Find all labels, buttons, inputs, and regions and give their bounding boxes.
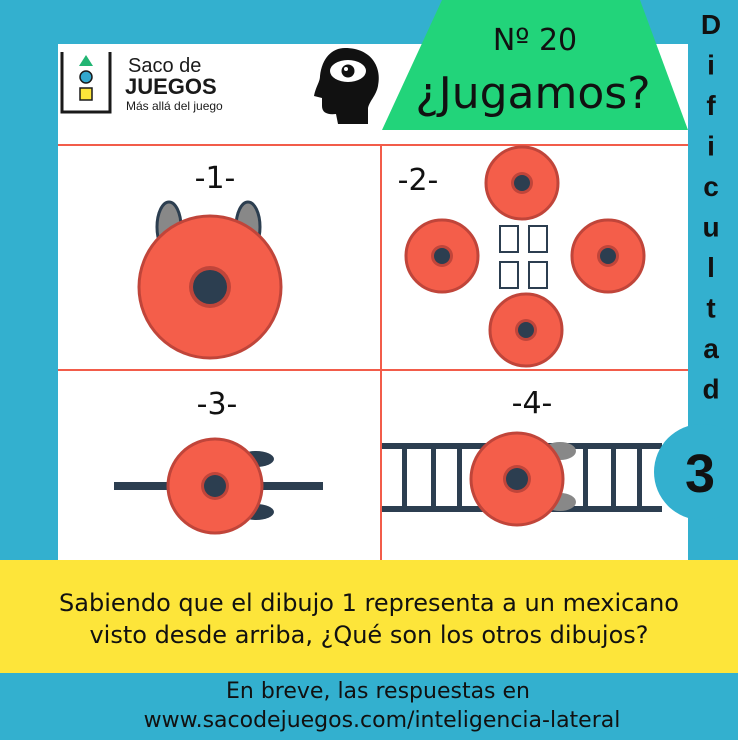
difficulty-letter: i [707, 131, 715, 162]
footer-line1: En breve, las respuestas en [226, 679, 530, 704]
panel-label-1: -1- [195, 161, 236, 196]
difficulty-letter: f [706, 90, 716, 121]
title-badge [382, 0, 688, 130]
panel-label-3: -3- [197, 387, 238, 422]
question-band [0, 560, 738, 673]
drawing-4 [382, 431, 662, 527]
drawing-3 [114, 437, 323, 535]
difficulty-letter: d [702, 374, 719, 405]
difficulty-letter: t [706, 293, 715, 324]
panel-label-4: -4- [512, 386, 553, 421]
difficulty-letter: a [703, 333, 719, 364]
drawing-1-mexican-top-view [137, 200, 283, 360]
logo-line1: Saco de [128, 55, 201, 77]
footer-url[interactable]: www.sacodejuegos.com/inteligencia-latera… [144, 708, 621, 733]
difficulty-letter: c [703, 171, 719, 202]
difficulty-letter: i [707, 50, 715, 81]
panel-label-2: -2- [398, 163, 439, 198]
logo-line2: JUEGOS [125, 74, 217, 99]
grid-lines [58, 144, 688, 560]
question-line2: visto desde arriba, ¿Qué son los otros d… [89, 621, 648, 649]
difficulty-letter: D [701, 9, 721, 40]
shapes-stack-icon [60, 52, 112, 114]
logo: Saco de JUEGOS Más allá del juego [60, 52, 223, 114]
difficulty-letter: u [702, 212, 719, 243]
head-eye-icon [314, 48, 379, 124]
difficulty-level: 3 [685, 444, 715, 504]
difficulty-badge [654, 424, 738, 520]
question-line1: Sabiendo que el dibujo 1 representa a un… [59, 589, 679, 617]
badge-title: ¿Jugamos? [415, 68, 650, 119]
difficulty-letter: l [707, 252, 715, 283]
puzzle-number: Nº 20 [493, 23, 577, 58]
drawing-2 [404, 145, 646, 368]
logo-tagline: Más allá del juego [126, 99, 223, 113]
